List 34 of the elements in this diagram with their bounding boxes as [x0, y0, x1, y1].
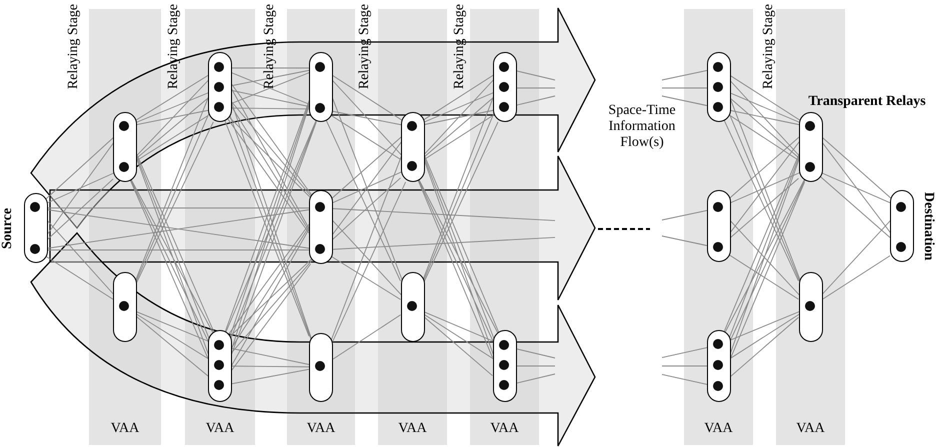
antenna-array-capsule: [706, 190, 730, 262]
relay-caption: Transparent Relays: [807, 94, 927, 110]
destination-label: Destination: [920, 192, 936, 260]
source-label: Source: [0, 208, 16, 248]
antenna-array-capsule: [208, 52, 232, 122]
vaa-label: VAA: [703, 421, 734, 437]
antenna-array-capsule: [113, 112, 137, 182]
antenna-array-capsule: [706, 52, 730, 122]
vaa-label: VAA: [204, 421, 236, 437]
antenna-array-capsule: [492, 52, 516, 122]
flow-caption: Space-Time Information Flow(s): [607, 103, 677, 151]
stage-label: Relaying Stage: [166, 4, 182, 90]
antenna-array-capsule: [706, 330, 730, 402]
link-lines: [332, 314, 401, 360]
antenna-array-capsule: [309, 190, 333, 264]
vaa-label: VAA: [397, 421, 428, 437]
antenna-array-capsule: [798, 112, 822, 182]
stage-label: Relaying Stage: [761, 4, 777, 90]
stage-label: Relaying Stage: [66, 4, 82, 90]
stage-label: Relaying Stage: [357, 4, 373, 90]
antenna-array-capsule: [400, 272, 424, 342]
stage-label: Relaying Stage: [262, 4, 278, 90]
stage-label: Relaying Stage: [452, 4, 468, 90]
vaa-label: VAA: [795, 421, 826, 437]
antenna-array-capsule: [400, 112, 424, 182]
vaa-label: VAA: [489, 421, 520, 437]
antenna-array-capsule: [492, 330, 516, 402]
antenna-array-capsule: [309, 52, 333, 122]
antenna-array-capsule: [309, 333, 333, 402]
vaa-label: VAA: [110, 421, 140, 437]
antenna-array-capsule: [798, 272, 822, 342]
antenna-array-capsule: [113, 272, 137, 342]
vaa-label: VAA: [306, 421, 336, 437]
antenna-array-capsule: [208, 330, 232, 402]
